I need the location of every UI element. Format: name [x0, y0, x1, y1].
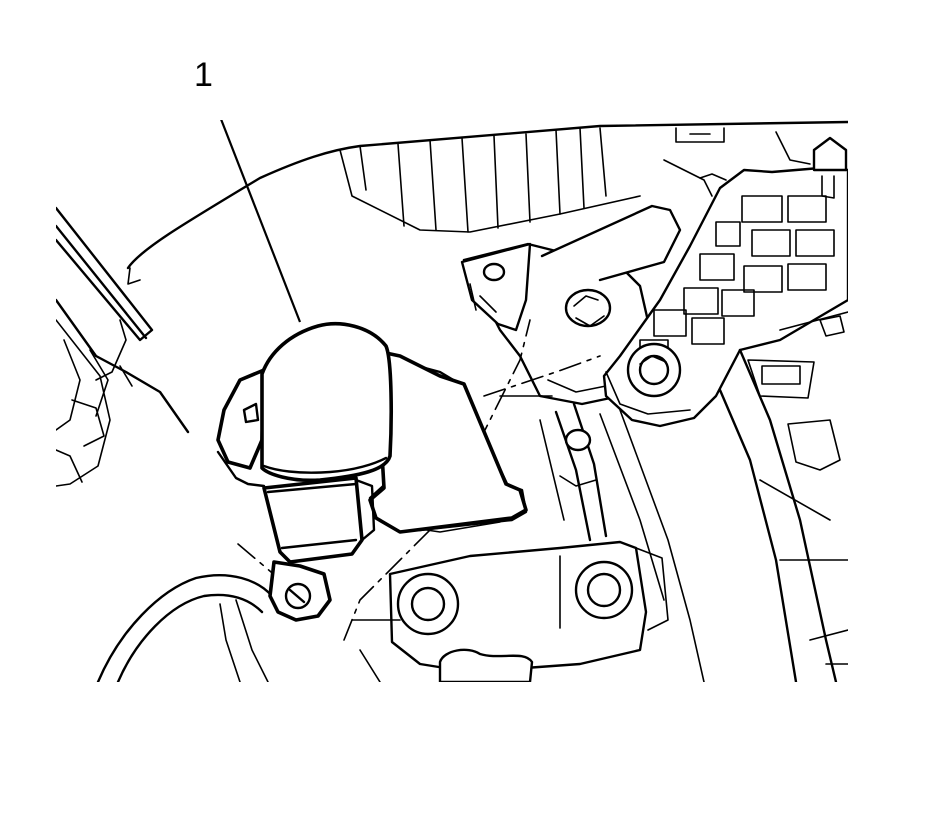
dash-panel-trim — [126, 120, 848, 285]
left-pedal-bracket — [56, 206, 190, 487]
pedal-rod — [539, 402, 705, 682]
right-pedal-arm — [718, 311, 848, 682]
pedal-position-sensor — [216, 322, 528, 622]
callout-leader-line — [220, 120, 302, 323]
callout-label-1: 1 — [194, 56, 213, 94]
lower-pivot-assembly — [351, 540, 669, 682]
wiring-harness-left — [96, 574, 274, 682]
upper-mount-block — [460, 204, 682, 406]
right-support-bracket — [602, 127, 848, 428]
